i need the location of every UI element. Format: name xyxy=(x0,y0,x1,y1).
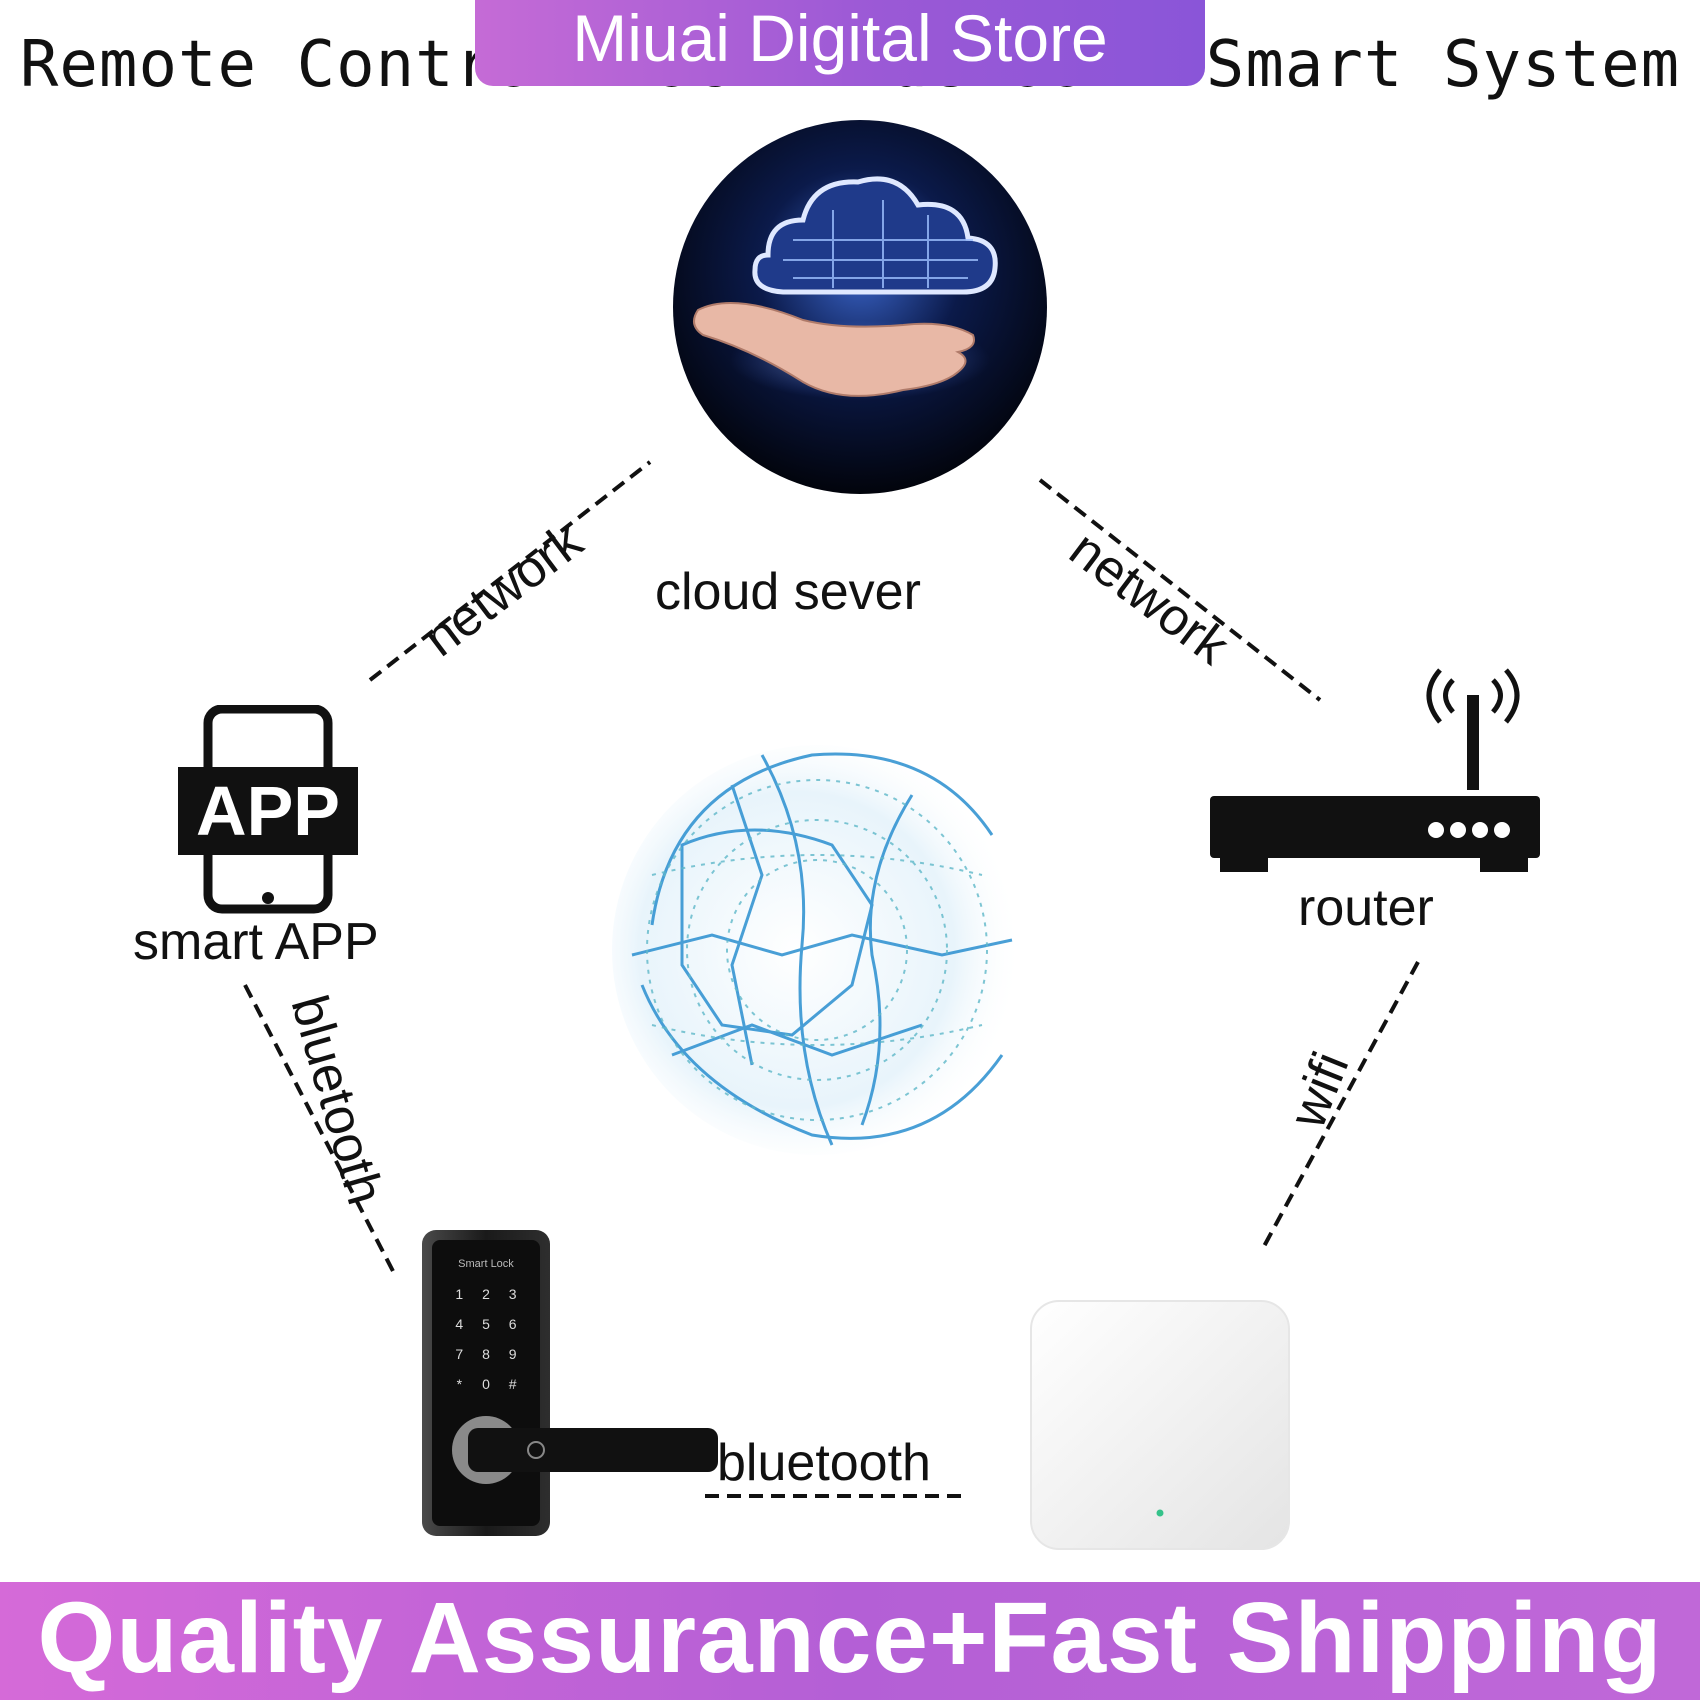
store-banner: Miuai Digital Store xyxy=(475,0,1205,86)
keypad-key: 1 xyxy=(455,1286,464,1302)
keypad-key: 0 xyxy=(482,1376,490,1392)
cloud-hand-icon xyxy=(673,120,1048,495)
smart-app-label: smart APP xyxy=(133,913,379,971)
label-lock-gateway: bluetooth xyxy=(717,1434,931,1492)
keypad-key: 2 xyxy=(482,1286,490,1302)
smart-lock-icon: Smart Lock 1 2 3 4 5 6 7 8 9 * 0 # xyxy=(418,1228,718,1540)
keypad-key: 3 xyxy=(508,1286,517,1302)
router-label: router xyxy=(1298,879,1434,937)
smartphone-app-icon: APP xyxy=(178,704,358,915)
router-icon xyxy=(1208,660,1543,875)
lock-keypad: 1 2 3 4 5 6 7 8 9 * 0 # xyxy=(446,1286,526,1392)
lock-brand: Smart Lock xyxy=(458,1258,514,1270)
line-app-cloud xyxy=(368,460,652,682)
line-router-gateway xyxy=(1260,961,1420,1251)
app-badge-text: APP xyxy=(196,772,340,850)
line-cloud-router xyxy=(1038,478,1322,702)
keypad-key: 5 xyxy=(482,1316,490,1332)
keypad-key: # xyxy=(508,1376,517,1392)
gateway-hub-icon xyxy=(1025,1295,1295,1555)
cloud-server-label: cloud sever xyxy=(655,563,921,621)
network-globe-icon xyxy=(612,725,1032,1175)
keypad-key: 4 xyxy=(455,1316,464,1332)
keypad-key: 9 xyxy=(508,1346,517,1362)
keypad-key: 6 xyxy=(508,1316,517,1332)
footer-banner: Quality Assurance+Fast Shipping xyxy=(0,1582,1700,1700)
keypad-key: * xyxy=(456,1376,463,1392)
keypad-key: 7 xyxy=(455,1346,464,1362)
keypad-key: 8 xyxy=(482,1346,490,1362)
line-app-lock xyxy=(243,984,397,1276)
